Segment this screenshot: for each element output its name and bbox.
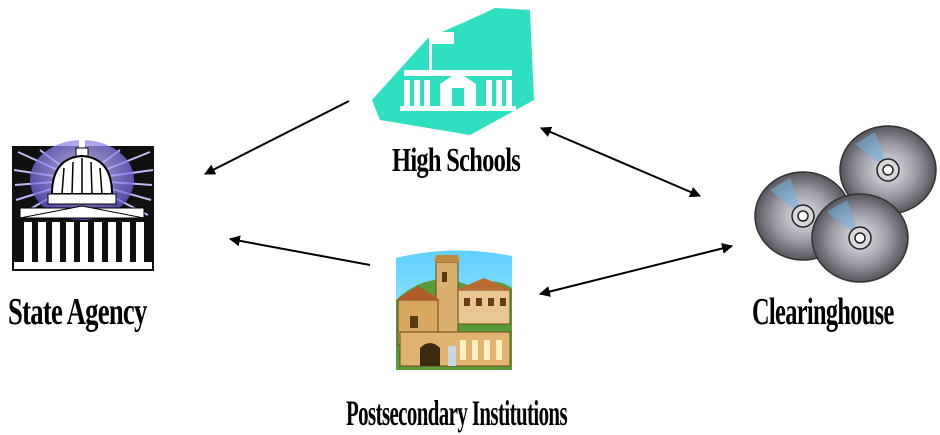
- node-label-state-agency: State Agency: [8, 291, 147, 333]
- node-label-high-schools: High Schools: [392, 142, 521, 179]
- capitol-dome-icon: [12, 132, 154, 271]
- castle-campus-icon: [396, 250, 512, 370]
- node-label-postsecondary-institutions: Postsecondary Institutions: [346, 393, 568, 433]
- compact-discs-icon: [754, 125, 937, 283]
- node-label-clearinghouse: Clearinghouse: [752, 291, 894, 333]
- arrow-highschools-clearinghouse: [539, 126, 702, 198]
- arrow-highschools-to-stateagency: [204, 100, 350, 175]
- school-building-icon: [372, 8, 534, 135]
- arrow-postsecondary-clearinghouse: [538, 243, 734, 297]
- arrow-postsecondary-to-stateagency: [228, 235, 371, 266]
